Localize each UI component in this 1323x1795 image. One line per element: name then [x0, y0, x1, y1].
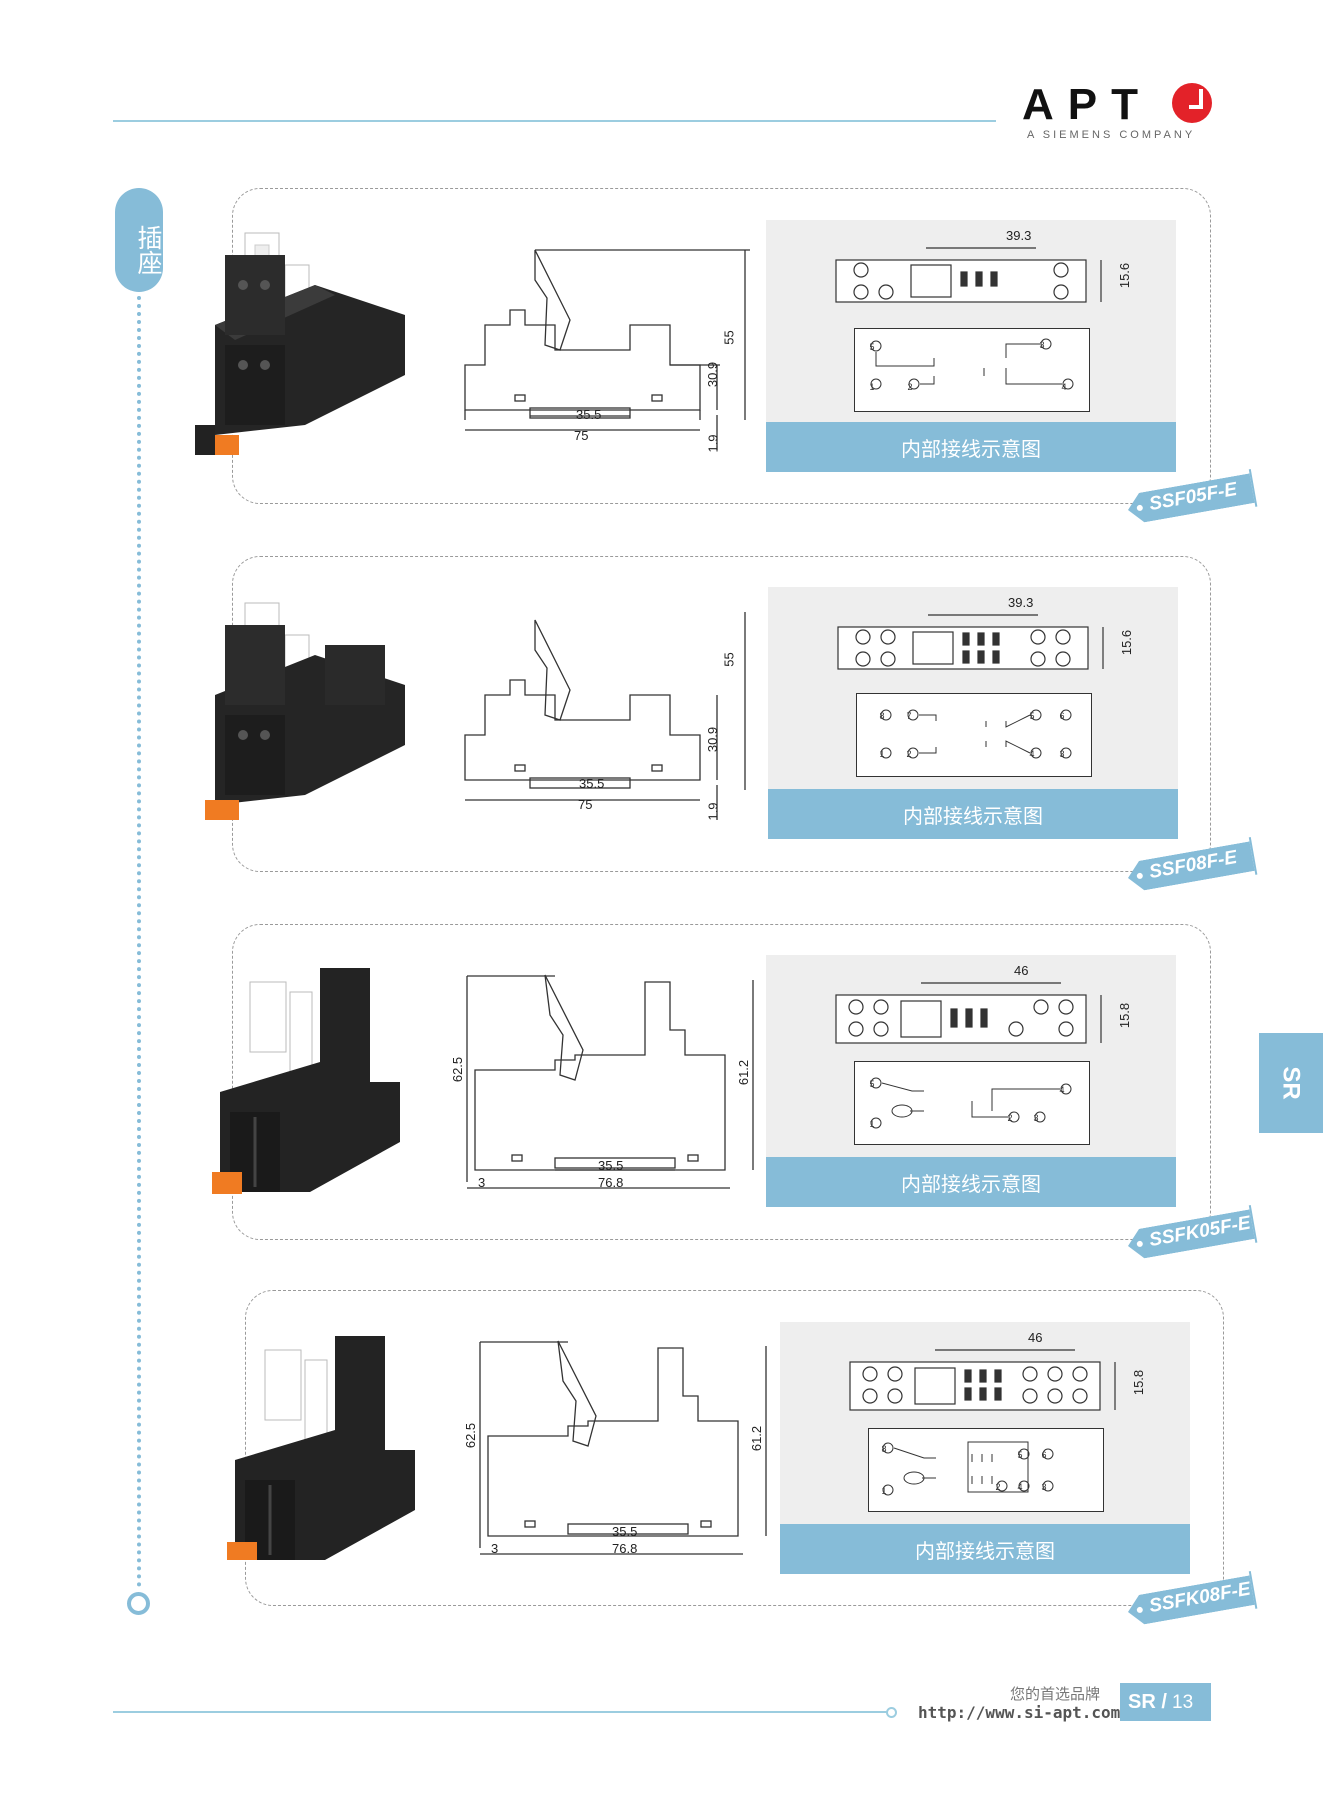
dim-length: 75: [578, 797, 593, 812]
wiring-box-ssfk05f-e: 46 15.8 5 4 1 2 3 内部接线示意图: [766, 955, 1176, 1207]
top-width: 39.3: [1006, 228, 1032, 243]
wiring-caption: 内部接线示意图: [766, 422, 1176, 472]
dim-right-height: 61.2: [749, 1425, 765, 1452]
top-depth: 15.8: [1131, 1369, 1147, 1396]
wiring-caption: 内部接线示意图: [766, 1157, 1176, 1207]
terminal-number: 3: [1039, 340, 1044, 350]
dim-length: 76.8: [598, 1175, 624, 1190]
dim-height: 62.5: [450, 1056, 466, 1083]
schematic-ssfk05f-e: 5 4 1 2 3: [854, 1061, 1090, 1145]
terminal-number: 4: [1059, 1085, 1064, 1095]
dim-length: 76.8: [612, 1541, 638, 1556]
top-width: 46: [1028, 1330, 1043, 1345]
product-photo-ssfk08f-e: [227, 1336, 415, 1560]
schematic-ssf08f-e: 8 7 5 6 1 2 4 3: [856, 693, 1092, 777]
wiring-caption: 内部接线示意图: [768, 789, 1178, 839]
dim-height: 55: [721, 330, 737, 345]
wiring-box-ssf08f-e: 39.3 15.6 8 7 5 6 1 2 4 3 内部接线示意图: [768, 587, 1178, 839]
page-badge: SR / 13: [1120, 1683, 1211, 1721]
product-photo-ssfk05f-e: [212, 968, 400, 1194]
terminal-number: 2: [995, 1482, 1000, 1492]
top-depth: 15.6: [1119, 629, 1135, 656]
dim-rail: 35.5: [576, 407, 602, 422]
logo-tagline: A SIEMENS COMPANY: [1027, 129, 1196, 141]
terminal-number: 5: [1017, 1450, 1022, 1460]
top-width: 46: [1014, 963, 1029, 978]
terminal-number: 5: [869, 1079, 874, 1089]
product-panel-ssfk05f-e: [232, 924, 1211, 1240]
terminal-number: 3: [1041, 1482, 1046, 1492]
product-photo-ssf08f-e: [205, 602, 405, 820]
footer-slogan: 您的首选品牌: [1010, 1686, 1101, 1703]
section-tab-sr: SR: [1259, 1033, 1323, 1133]
schematic-ssfk08f-e: 8 5 6 1 2 4 3: [868, 1428, 1104, 1512]
header-rule: [113, 120, 996, 122]
terminal-number: 6: [1041, 1450, 1046, 1460]
dim-height: 55: [721, 652, 737, 667]
dim-offset: 3: [478, 1175, 486, 1190]
logo-text: APT: [1022, 80, 1152, 129]
dim-rail: 35.5: [612, 1524, 638, 1539]
page-number: 13: [1172, 1692, 1194, 1713]
top-view-ssfk08f-e: [849, 1349, 1116, 1411]
terminal-number: 2: [1007, 1113, 1012, 1123]
wiring-caption: 内部接线示意图: [780, 1524, 1190, 1574]
product-photo-ssf05f-e: [195, 232, 405, 455]
page-section: SR /: [1128, 1691, 1167, 1713]
apt-logo: APT A SIEMENS COMPANY: [1022, 80, 1222, 150]
top-depth: 15.6: [1117, 262, 1133, 289]
dim-height: 62.5: [463, 1422, 479, 1449]
terminal-number: 7: [906, 711, 911, 721]
dim-base: 1.9: [705, 434, 721, 453]
top-view-ssf05f-e: [835, 247, 1102, 303]
wiring-box-ssfk08f-e: 46 15.8 8 5 6 1 2 4 3 内部接线示意图: [780, 1322, 1190, 1574]
category-tab: 插座: [115, 188, 163, 292]
terminal-number: 4: [1061, 382, 1066, 392]
product-panel-ssfk08f-e: [245, 1290, 1224, 1606]
top-view-ssfk05f-e: [835, 982, 1102, 1044]
side-dotted-line: [137, 296, 141, 1588]
dim-base: 1.9: [705, 802, 721, 821]
dim-right-height: 61.2: [736, 1059, 752, 1086]
terminal-number: 5: [1029, 711, 1034, 721]
terminal-number: 8: [879, 711, 884, 721]
schematic-ssf05f-e: 5 3 1 2 4: [854, 328, 1090, 412]
wiring-box-ssf05f-e: 39.3 15.6 5 3 1 2 4 内部接线示意图: [766, 220, 1176, 472]
terminal-number: 1: [869, 382, 874, 392]
terminal-number: 4: [1017, 1482, 1022, 1492]
dim-body-height: 30.9: [705, 361, 721, 388]
terminal-number: 1: [881, 1486, 886, 1496]
terminal-number: 6: [1059, 711, 1064, 721]
logo-mark-icon: [1172, 83, 1212, 123]
top-depth: 15.8: [1117, 1002, 1133, 1029]
terminal-number: 3: [1033, 1113, 1038, 1123]
side-drawing-ssf05f-e: [464, 249, 750, 450]
footer-rule: [113, 1711, 891, 1713]
footer-url-link[interactable]: http://www.si-apt.com: [918, 1703, 1121, 1722]
side-ring-icon: [127, 1592, 150, 1615]
terminal-number: 8: [881, 1444, 886, 1454]
dim-body-height: 30.9: [705, 726, 721, 753]
top-width: 39.3: [1008, 595, 1034, 610]
side-drawing-ssfk05f-e: [466, 974, 754, 1189]
side-drawing-ssf08f-e: [464, 612, 746, 820]
footer-dot-icon: [886, 1707, 897, 1718]
dim-rail: 35.5: [598, 1158, 624, 1173]
terminal-number: 4: [1029, 749, 1034, 759]
dim-offset: 3: [491, 1541, 499, 1556]
side-drawing-ssfk08f-e: [479, 1340, 767, 1555]
terminal-number: 1: [869, 1119, 874, 1129]
dim-rail: 35.5: [579, 776, 605, 791]
terminal-number: 5: [869, 342, 874, 352]
terminal-number: 3: [1059, 749, 1064, 759]
terminal-number: 2: [907, 382, 912, 392]
terminal-number: 2: [906, 749, 911, 759]
terminal-number: 1: [879, 749, 884, 759]
dim-length: 75: [574, 428, 589, 443]
top-view-ssf08f-e: [837, 614, 1104, 670]
